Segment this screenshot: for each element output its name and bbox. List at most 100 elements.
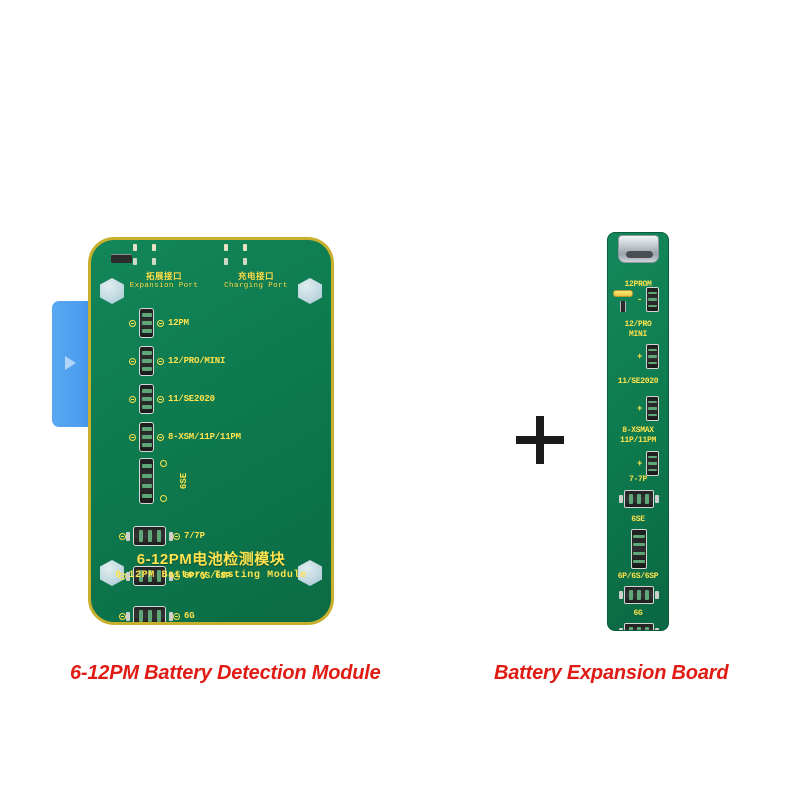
row-label: 7/7P [184, 531, 205, 541]
polarity-mark-icon [173, 532, 180, 540]
polarity-mark-icon: + [637, 404, 643, 414]
pad [224, 258, 228, 265]
pin-seg [141, 427, 152, 431]
connector-side-tab [655, 495, 659, 503]
polarity-mark-icon [173, 572, 180, 580]
charging-port-pads-bottom [224, 258, 247, 265]
polarity-mark-icon [119, 572, 126, 580]
pin-seg [141, 443, 152, 447]
pin-seg [637, 494, 641, 504]
polarity-mark-icon: - [637, 295, 643, 305]
connector-row-6g: 6G [119, 606, 195, 622]
connector-side-tab [169, 531, 173, 541]
expansion-port-pads-top [133, 244, 156, 251]
exp-fpc-connector-6se [631, 529, 647, 569]
pin-seg [633, 560, 645, 564]
pin-seg [141, 321, 152, 325]
row-label: 6SE [178, 472, 189, 490]
expansion-board-caption: Battery Expansion Board [494, 662, 729, 684]
polarity-mark-icon [129, 433, 136, 441]
pin-seg [141, 351, 152, 355]
row-label: 11/SE2020 [168, 394, 215, 404]
exp-fpc-connector-8-xsmax [646, 451, 659, 476]
connector-side-tab [619, 591, 623, 599]
polarity-mark-icon [129, 357, 136, 365]
pin-seg [156, 570, 161, 582]
yellow-capacitor [613, 290, 633, 297]
pin-seg [629, 494, 633, 504]
pin-seg [637, 627, 641, 630]
connector-row-6se: 6SE [136, 458, 201, 504]
connector-row-12pm: 12PM [129, 308, 189, 338]
pin-seg [648, 400, 657, 404]
main-board-title-cn: 6-12PM电池检测模块 [136, 551, 286, 568]
connector-side-tab [126, 571, 130, 581]
pin-seg [141, 397, 152, 401]
pad [243, 258, 247, 265]
pin-seg [637, 590, 641, 600]
fpc-connector [139, 384, 154, 414]
pin-seg [138, 530, 143, 542]
polarity-mark-icon [160, 460, 167, 467]
plus-symbol-icon [516, 416, 564, 464]
pin-seg [648, 298, 657, 301]
pin-seg [156, 530, 161, 542]
polarity-mark-icon [173, 612, 180, 620]
pin-seg [147, 530, 152, 542]
fpc-connector [133, 526, 166, 546]
pad [224, 244, 228, 251]
polarity-mark-icon [119, 612, 126, 620]
pin-seg [141, 359, 152, 363]
pin-seg [648, 361, 657, 365]
exp-label-11p-11pm: 11P/11PM [619, 436, 656, 445]
expansion-port-label: 拓展接口 Expansion Port [129, 271, 199, 290]
pin-seg [141, 464, 152, 468]
row-label: 6G [184, 611, 195, 621]
polarity-mark-icon: + [637, 352, 643, 362]
pin-seg [141, 389, 152, 393]
polarity-mark-icon [129, 319, 136, 327]
pin-seg [633, 543, 645, 547]
fpc-connector [139, 346, 154, 376]
pin-seg [629, 590, 633, 600]
connector-side-tab [655, 628, 659, 630]
pin-seg [648, 355, 657, 358]
pin-seg [648, 304, 657, 308]
exp-fpc-connector-6p-6s-6sp [624, 586, 654, 604]
fpc-connector [133, 566, 166, 586]
polarity-mark-icon: + [637, 459, 643, 469]
pin-seg [147, 610, 152, 622]
main-board-pcb-surface: 拓展接口 Expansion Port 充电接口 Charging Port [91, 240, 331, 622]
fpc-connector [139, 308, 154, 338]
pin-seg [648, 468, 657, 472]
charging-port-pads-top [224, 244, 247, 251]
polarity-mark-icon [119, 532, 126, 540]
pad [152, 258, 156, 265]
pin-seg [629, 627, 633, 630]
main-board-caption: 6-12PM Battery Detection Module [70, 662, 381, 684]
row-label: 6P/6S/6SP [184, 571, 231, 581]
pin-seg [648, 407, 657, 410]
connector-side-tab [655, 591, 659, 599]
connector-row-6p-6s-6sp: 6P/6S/6SP [119, 566, 231, 586]
resistor-component [620, 301, 626, 312]
standoff-top-right [298, 278, 322, 304]
pin-seg [645, 590, 649, 600]
main-board-title-en: 6-12PM Battery Testing Module [115, 570, 307, 581]
connector-row-12-pro-mini: 12/PRO/MINI [129, 346, 225, 376]
row-label: 12PM [168, 318, 189, 328]
pad [133, 258, 137, 265]
connector-side-tab [169, 611, 173, 621]
exp-label-mini: MINI [628, 330, 647, 339]
exp-label-6se: 6SE [631, 515, 645, 524]
row-label: 8-XSM/11P/11PM [168, 432, 241, 442]
connector-side-tab [126, 531, 130, 541]
connector-row-8-xsm-11p-11pm: 8-XSM/11P/11PM [129, 422, 241, 452]
standoff-top-left [100, 278, 124, 304]
triangle-right-icon [65, 356, 76, 370]
exp-label-12-pro: 12/PRO [624, 320, 652, 329]
pin-seg [141, 435, 152, 439]
pin-seg [648, 462, 657, 465]
connector-side-tab [169, 571, 173, 581]
connector-side-tab [619, 628, 623, 630]
